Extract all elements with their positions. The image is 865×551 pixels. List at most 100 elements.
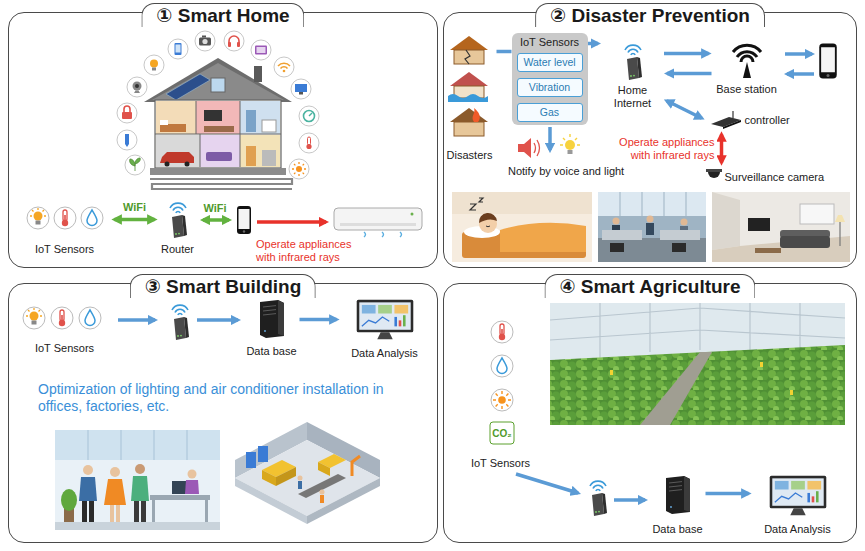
sensor-icons [27,207,103,229]
office-illustration [131,476,149,501]
house-illustration [254,66,262,82]
office-photo [613,218,620,225]
connector-arrow [664,52,709,56]
house-illustration [152,63,284,100]
office-illustration [134,501,139,522]
living-room-photo [712,192,850,262]
house-illustration [196,101,240,134]
server-icon [260,300,284,338]
camera-icon [706,169,722,172]
living-room-photo [712,192,740,250]
controller-node: controller [705,108,797,132]
speaker-icon [518,138,531,158]
greenhouse-photo [610,370,613,375]
sensor-icons [79,307,101,329]
device-ring [228,42,231,47]
device-ring [117,103,137,123]
device-ring [168,39,188,59]
device-ring [195,31,215,51]
node-label: Data Analysis [351,347,418,360]
router-icon [172,305,189,340]
node-label: Disasters [447,149,493,162]
house-illustration [150,179,292,189]
connector-arrow [300,318,337,322]
sensor-icons [491,389,513,411]
camera-icon [708,172,720,178]
office-illustration [88,430,187,460]
device-ring [150,60,158,68]
house-illustration [166,74,210,100]
notify-arrow [550,127,551,150]
office-photo [672,243,686,252]
edge-label: Operate appliances with infrared rays [603,136,717,162]
factory-illustration [318,462,330,476]
panel-title: ① Smart Home [141,3,304,27]
sensor-icons [23,307,101,329]
base-station-icon [733,45,761,78]
sensor-group: IoT Sensors [15,303,115,355]
device-ring [274,57,294,77]
sensor-item: Water level [517,53,583,72]
living-room-photo [839,222,840,246]
office-illustration [188,470,197,479]
device-ring [224,31,244,51]
phone-arrow [785,52,812,56]
office-illustration [55,522,220,530]
router-icon [625,45,642,80]
disaster-houses [454,122,484,136]
router-icon [625,45,642,80]
disaster-houses [454,50,484,64]
node-label: Data Analysis [764,523,831,536]
device-ring [135,84,139,88]
device-ring [202,36,206,38]
device-ring [299,106,319,126]
router-node: Router [158,198,198,256]
device-ring [251,40,271,60]
office-illustration [55,430,220,460]
connector-arrow [497,50,512,54]
node-label: IoT Sensors [512,36,588,49]
factory-illustration [235,422,380,524]
house-illustration [155,100,281,168]
router-icon [172,305,189,340]
house-illustration [156,135,200,167]
notify-arrow [548,127,552,150]
node-label: Water level [523,56,575,69]
house-illustration [185,162,190,167]
device-ring [117,103,137,123]
office-photo [660,230,700,240]
air-conditioner [340,223,416,226]
monitor-icon [357,300,414,339]
node-label: Home Internet [601,84,664,110]
connector-arrow [588,42,599,46]
factory-illustration [352,456,360,476]
sleeping-photo [452,192,592,262]
device-ring [299,92,303,95]
device-ring [237,42,240,47]
device-ring [308,137,311,145]
device-ring [152,68,156,71]
flow-arrow [118,318,155,322]
co2-label: CO₂ [492,427,511,440]
disaster-houses [473,108,480,122]
house-illustration [204,126,234,132]
controller-icon [723,120,741,129]
notify-note: Notify by voice and light [508,165,624,178]
office-illustration [82,501,87,522]
living-room-photo [712,192,850,262]
sleeping-photo [452,192,592,262]
device-ring [299,106,319,126]
node-label: Surveillance camera [725,171,825,183]
light-icon [565,140,575,150]
office-photo [602,230,642,240]
office-illustration [135,464,145,474]
house-illustration [262,150,276,166]
node-label: Gas [540,106,559,119]
device-ring [117,31,319,179]
node-label: Router [161,243,194,256]
infrared-arrow [257,220,326,224]
camera-node: Surveillance camera [700,166,835,188]
router-icon [590,481,607,516]
controller-icon [732,111,733,118]
sensor-icons [490,422,514,444]
